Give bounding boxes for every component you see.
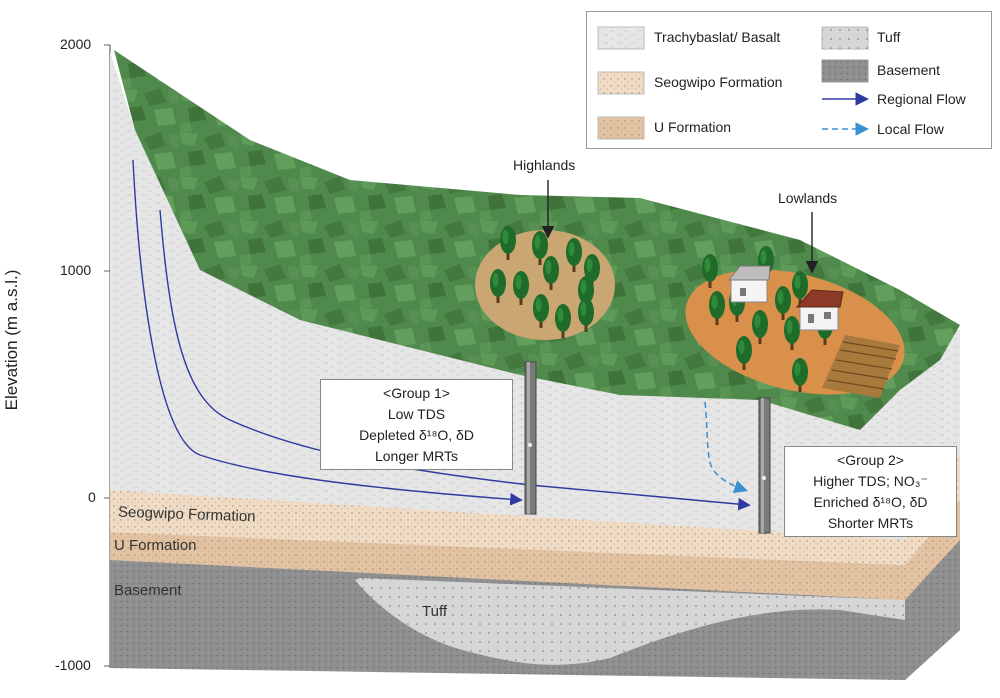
house-icon xyxy=(795,289,844,331)
tree-icon xyxy=(775,286,791,320)
y-tick-minus-1000: -1000 xyxy=(55,657,91,673)
well-group2 xyxy=(758,397,771,534)
legend-label-regional-flow: Regional Flow xyxy=(877,91,966,107)
lowlands-label: Lowlands xyxy=(778,190,838,206)
tree-icon xyxy=(736,336,752,370)
layer-label-tuff: Tuff xyxy=(422,603,448,620)
local-flow-path xyxy=(704,401,748,494)
tree-icon xyxy=(555,304,571,338)
highlands-label: Highlands xyxy=(513,157,576,173)
y-tick-1000: 1000 xyxy=(60,262,92,278)
tree-icon xyxy=(709,291,725,325)
tree-icon xyxy=(533,294,549,328)
tree-icon xyxy=(566,238,582,272)
regional-flow-path xyxy=(132,159,523,506)
y-tick-2000: 2000 xyxy=(60,36,92,52)
highland-trees xyxy=(490,226,600,338)
legend-label-local-flow: Local Flow xyxy=(877,121,944,137)
legend-label-basement: Basement xyxy=(877,62,941,78)
layer-label-u-formation: U Formation xyxy=(114,537,197,554)
legend xyxy=(586,11,992,149)
layer-label-basement: Basement xyxy=(114,582,182,599)
group2-title: <Group 2> xyxy=(837,452,904,468)
group2-line2: Enriched δ¹⁸O, δD xyxy=(813,494,928,510)
legend-label-tuff: Tuff xyxy=(877,29,901,45)
tree-icon xyxy=(784,316,800,350)
group1-title: <Group 1> xyxy=(383,385,450,401)
group2-box: <Group 2> Higher TDS; NO₃⁻ Enriched δ¹⁸O… xyxy=(784,446,957,537)
tree-icon xyxy=(543,256,559,290)
group1-line2: Depleted δ¹⁸O, δD xyxy=(359,427,474,443)
group1-line1: Low TDS xyxy=(387,406,446,422)
y-axis-label: Elevation (m a.s.l.) xyxy=(2,269,21,411)
tree-icon xyxy=(513,271,529,305)
house-icon xyxy=(727,265,771,303)
y-tick-0: 0 xyxy=(88,489,96,505)
group2-line1: Higher TDS; NO₃⁻ xyxy=(813,473,928,489)
tree-icon xyxy=(792,271,808,305)
tree-icon xyxy=(490,269,506,303)
tree-icon xyxy=(578,298,594,332)
tree-icon xyxy=(792,358,808,392)
legend-label-seogwipo: Seogwipo Formation xyxy=(654,74,783,90)
tree-icon xyxy=(702,254,718,288)
group2-line3: Shorter MRTs xyxy=(827,515,914,531)
well-group1 xyxy=(524,361,537,515)
legend-label-basalt: Trachybaslat/ Basalt xyxy=(654,29,781,45)
legend-label-u-formation: U Formation xyxy=(654,119,732,135)
group1-line3: Longer MRTs xyxy=(374,448,458,464)
group1-box: <Group 1> Low TDS Depleted δ¹⁸O, δD Long… xyxy=(320,379,513,470)
tree-icon xyxy=(500,226,516,260)
tree-icon xyxy=(752,310,768,344)
crop-field xyxy=(822,335,900,398)
